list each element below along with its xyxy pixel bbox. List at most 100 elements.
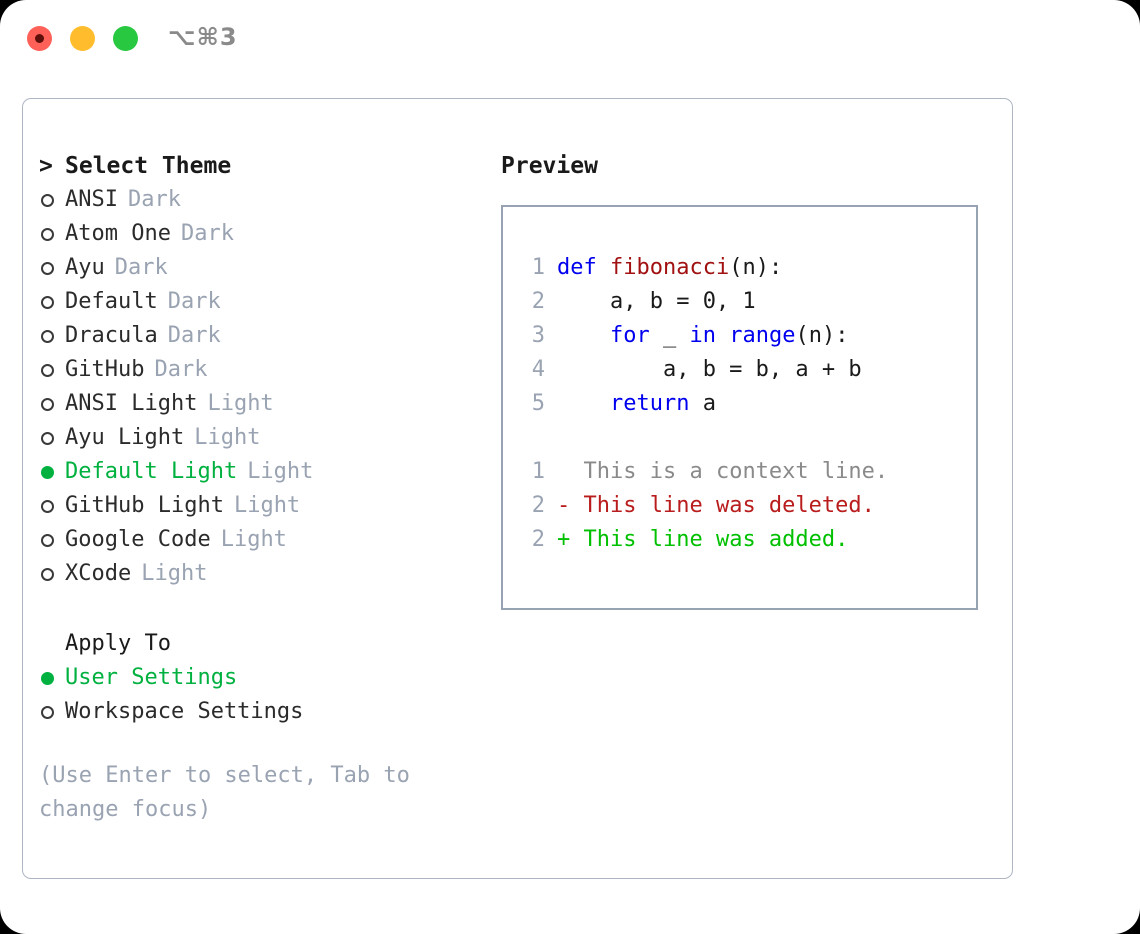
radio-dot [41,499,54,513]
theme-option-category: Light [247,459,314,484]
diff-line-text: + This line was added. [545,523,848,557]
caret-icon: > [39,153,53,179]
code-line-text: a, b = b, a + b [545,353,862,387]
diff-marker: - [557,493,584,518]
code-token-keyword: def [557,255,610,280]
theme-option-category: Dark [180,221,234,246]
traffic-lights [27,26,138,51]
diff-text: This is a context line. [583,459,889,484]
diff-text: This line was added. [583,527,849,552]
theme-option-label: Google Code [65,527,211,552]
radio-selected-icon [39,671,65,685]
minimize-button-icon[interactable] [70,26,95,51]
code-token-plain [716,323,729,348]
code-token-function: fibonacci [609,255,730,280]
diff-line-deleted: 2- This line was deleted. [503,489,976,523]
theme-option-default-light[interactable]: Default Light Light [39,455,479,489]
theme-option-category: Light [141,561,208,586]
theme-option-category: Dark [167,323,221,348]
apply-to-option-label: Workspace Settings [65,699,304,724]
radio-dot [41,193,54,207]
diff-line-text: This is a context line. [545,455,889,489]
code-token-plain: a, b = 0, 1 [557,289,756,314]
apply-to-option-label: User Settings [65,665,238,690]
preview-title: Preview [501,153,598,179]
code-line-number: 5 [531,391,545,416]
diff-line-added: 2+ This line was added. [503,523,976,557]
diff-line-number: 2 [531,527,545,552]
diff-sample: 1 This is a context line. 2- This line wa… [503,455,976,557]
code-line-text: for _ in range(n): [545,319,848,353]
apply-to-option-user-settings[interactable]: User Settings [39,661,479,695]
title-bar: ⌥⌘3 [0,0,1140,78]
theme-option-category: Dark [154,357,208,382]
radio-dot [41,533,54,547]
radio-dot [41,261,54,275]
theme-option-label: Default Light [65,459,238,484]
code-line: 3 for _ in range(n): [503,319,976,353]
diff-line-number: 1 [531,459,545,484]
code-line-text: def fibonacci(n): [545,251,782,285]
code-line-number: 3 [531,323,545,348]
theme-option-category: Dark [167,289,221,314]
theme-option-category: Light [220,527,287,552]
diff-text: This line was deleted. [583,493,875,518]
theme-list-header: > Select Theme [39,149,479,183]
theme-option-label: ANSI Light [65,391,198,416]
code-line-text: return a [545,387,716,421]
theme-option-ayu[interactable]: Ayu Dark [39,251,479,285]
code-line-number: 4 [531,357,545,382]
radio-unselected-icon [39,397,65,411]
code-diff-spacer [503,421,976,455]
code-token-keyword: return [609,391,690,416]
theme-option-category: Light [233,493,301,518]
code-token-keyword: in [689,323,716,348]
apply-to-header: Apply To [39,627,479,661]
theme-list-title: Select Theme [65,153,232,179]
close-button-icon[interactable] [27,26,52,51]
section-spacer [39,591,479,627]
theme-option-category: Dark [114,255,168,280]
diff-marker [557,459,584,484]
code-token-plain: _ [649,323,690,348]
diff-line-text: - This line was deleted. [545,489,875,523]
radio-dot [41,567,54,581]
zoom-button-icon[interactable] [113,26,138,51]
apply-to-title: Apply To [65,631,171,656]
code-line-number: 2 [531,289,545,314]
radio-dot [41,329,54,343]
code-line: 5 return a [503,387,976,421]
code-line-text: a, b = 0, 1 [545,285,756,319]
radio-unselected-icon [39,533,65,547]
radio-dot [41,363,54,377]
code-token-keyword: range [729,323,796,348]
apply-to-option-workspace-settings[interactable]: Workspace Settings [39,695,479,729]
radio-unselected-icon [39,567,65,581]
code-token-plain: a, b = b, a + b [557,357,862,382]
radio-unselected-icon [39,227,65,241]
radio-selected-icon [39,465,65,479]
theme-option-label: Ayu [65,255,105,280]
theme-option-label: Ayu Light [65,425,185,450]
radio-dot [41,295,54,309]
radio-unselected-icon [39,705,65,719]
theme-option-google-code[interactable]: Google Code Light [39,523,479,557]
theme-option-category: Dark [127,187,181,212]
radio-unselected-icon [39,499,65,513]
